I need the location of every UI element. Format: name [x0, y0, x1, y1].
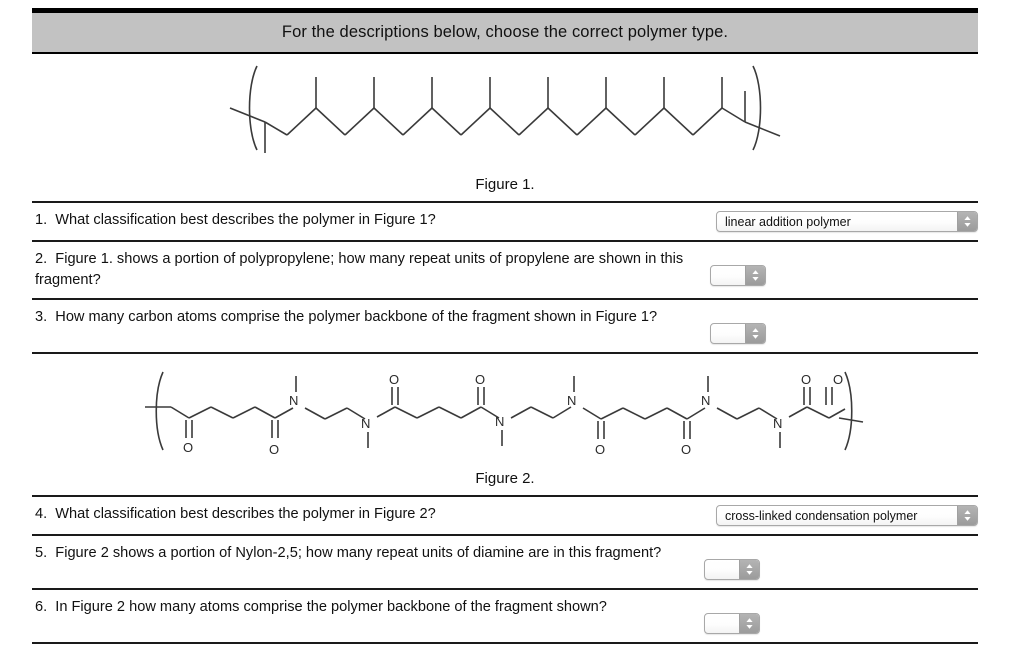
- question-row-4: 4. What classification best describes th…: [32, 495, 978, 534]
- oxygen-label: O: [183, 440, 193, 455]
- header-banner: For the descriptions below, choose the c…: [32, 8, 978, 54]
- up-down-chevron-icon[interactable]: [957, 506, 977, 525]
- question-4-body: What classification best describes the p…: [55, 506, 436, 522]
- questions-table-2: 4. What classification best describes th…: [32, 495, 978, 644]
- header-bar: For the descriptions below, choose the c…: [32, 13, 978, 54]
- question-1-number: 1.: [35, 212, 48, 228]
- up-down-chevron-icon[interactable]: [745, 266, 765, 285]
- figure-2-structure: O O N N O: [145, 371, 864, 457]
- q3-backbone-carbons-select[interactable]: [710, 323, 766, 345]
- question-2-body: Figure 1. shows a portion of polypropyle…: [35, 251, 684, 288]
- question-2-control: [710, 249, 978, 286]
- question-row-2: 2. Figure 1. shows a portion of polyprop…: [32, 240, 978, 298]
- question-row-6: 6. In Figure 2 how many atoms comprise t…: [32, 588, 978, 644]
- question-3-number: 3.: [35, 309, 48, 326]
- nitrogen-label: N: [701, 393, 710, 408]
- figure-1-area: [32, 58, 978, 158]
- left-bracket: [155, 371, 164, 451]
- q6-backbone-atoms-select[interactable]: [704, 613, 760, 634]
- q4-polymer-type-select[interactable]: cross-linked condensation polymer: [716, 505, 978, 526]
- figure-2-caption-area: Figure 2.: [32, 470, 978, 488]
- up-down-chevron-icon[interactable]: [739, 614, 759, 633]
- question-1-text: 1. What classification best describes th…: [32, 210, 716, 231]
- question-6-body: In Figure 2 how many atoms comprise the …: [55, 599, 607, 615]
- up-down-chevron-icon[interactable]: [745, 324, 765, 344]
- q4-select-value: cross-linked condensation polymer: [725, 508, 918, 523]
- figure-2-caption: Figure 2.: [475, 470, 535, 487]
- nitrogen-label: N: [495, 414, 504, 429]
- question-5-control: [704, 543, 978, 580]
- up-down-chevron-icon[interactable]: [957, 212, 977, 231]
- question-5-text: 5. Figure 2 shows a portion of Nylon-2,5…: [32, 543, 704, 564]
- right-bracket: [844, 371, 853, 451]
- oxygen-label: O: [681, 442, 691, 457]
- left-terminal-bond: [229, 107, 266, 123]
- question-6-control: [704, 597, 978, 634]
- question-2-text: 2. Figure 1. shows a portion of polyprop…: [32, 249, 710, 290]
- nitrogen-label: N: [361, 416, 370, 431]
- question-row-1: 1. What classification best describes th…: [32, 201, 978, 240]
- q2-repeat-units-select[interactable]: [710, 265, 766, 286]
- question-1-body: What classification best describes the p…: [55, 212, 436, 228]
- question-6-number: 6.: [35, 599, 48, 615]
- page-title: For the descriptions below, choose the c…: [281, 23, 729, 41]
- oxygen-label: O: [833, 372, 843, 387]
- nitrogen-label: N: [773, 416, 782, 431]
- oxygen-label: O: [389, 372, 399, 387]
- question-3-control: [710, 307, 978, 345]
- question-5-number: 5.: [35, 545, 48, 561]
- oxygen-label: O: [595, 442, 605, 457]
- q1-polymer-type-select[interactable]: linear addition polymer: [716, 211, 978, 232]
- question-3-body: How many carbon atoms comprise the polym…: [55, 309, 658, 326]
- oxygen-label: O: [269, 442, 279, 457]
- figure-1-caption: Figure 1.: [475, 176, 535, 193]
- figure-1-structure: [229, 65, 781, 153]
- question-row-5: 5. Figure 2 shows a portion of Nylon-2,5…: [32, 534, 978, 588]
- questions-table-1: 1. What classification best describes th…: [32, 201, 978, 355]
- figure-1-caption-area: Figure 1.: [32, 176, 978, 194]
- question-2-number: 2.: [35, 251, 48, 267]
- oxygen-label: O: [801, 372, 811, 387]
- nitrogen-label: N: [289, 393, 298, 408]
- question-1-control: linear addition polymer: [716, 210, 978, 232]
- question-row-3: 3. How many carbon atoms comprise the po…: [32, 298, 978, 355]
- question-4-number: 4.: [35, 506, 48, 522]
- oxygen-label: O: [475, 372, 485, 387]
- nitrogen-label: N: [567, 393, 576, 408]
- question-6-text: 6. In Figure 2 how many atoms comprise t…: [32, 597, 704, 618]
- figure-2-area: O O N N O: [32, 362, 978, 462]
- up-down-chevron-icon[interactable]: [739, 560, 759, 579]
- q1-select-value: linear addition polymer: [725, 214, 851, 229]
- q5-diamine-units-select[interactable]: [704, 559, 760, 580]
- left-bracket: [248, 65, 258, 151]
- right-terminal-bond: [744, 121, 781, 137]
- right-terminal-bond: [838, 417, 864, 423]
- question-3-text: 3. How many carbon atoms comprise the po…: [32, 307, 710, 328]
- question-4-text: 4. What classification best describes th…: [32, 504, 716, 525]
- header-top-rule: [32, 8, 978, 13]
- right-bracket: [752, 65, 762, 151]
- question-4-control: cross-linked condensation polymer: [716, 504, 978, 526]
- question-5-body: Figure 2 shows a portion of Nylon-2,5; h…: [55, 545, 662, 561]
